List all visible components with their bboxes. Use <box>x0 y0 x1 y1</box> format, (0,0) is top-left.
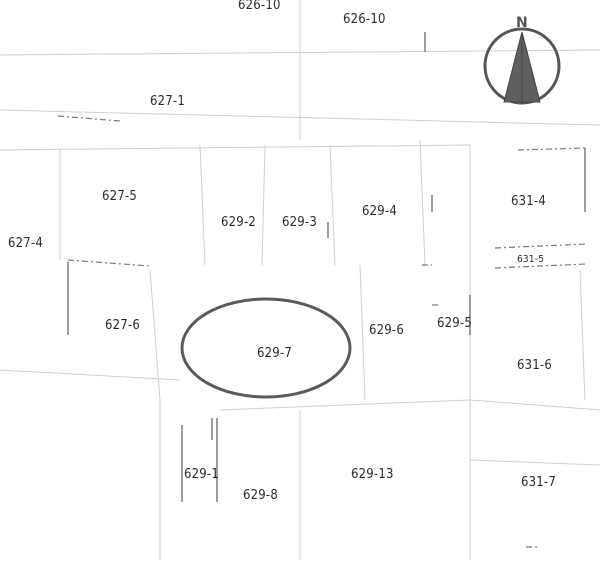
subject-lot-outline <box>180 297 352 399</box>
lot-label-629-13: 629-13 <box>351 467 394 482</box>
lot-label-627-6: 627-6 <box>105 318 140 333</box>
lot-label-631-5: 631-5 <box>517 254 544 265</box>
north-arrow-icon: N <box>483 15 561 105</box>
lot-label-627-4: 627-4 <box>8 236 43 251</box>
lot-label-629-4: 629-4 <box>362 204 397 219</box>
lot-label-626-10-top: 626-10 <box>238 0 281 13</box>
lot-label-631-4: 631-4 <box>511 194 546 209</box>
lot-label-629-5: 629-5 <box>437 316 472 331</box>
lot-label-631-6: 631-6 <box>517 358 552 373</box>
boundary-lines <box>57 32 587 548</box>
lot-label-631-7: 631-7 <box>521 475 556 490</box>
lot-labels: 626-10 626-10 627-1 627-5 627-4 627-6 62… <box>8 0 556 503</box>
lot-label-626-10: 626-10 <box>343 12 386 27</box>
lot-label-627-5: 627-5 <box>102 189 137 204</box>
lot-label-629-6: 629-6 <box>369 323 404 338</box>
north-label: N <box>516 15 528 31</box>
lot-label-629-2: 629-2 <box>221 215 256 230</box>
lot-label-629-3: 629-3 <box>282 215 317 230</box>
lot-label-629-7: 629-7 <box>257 346 292 361</box>
lot-label-627-1: 627-1 <box>150 94 185 109</box>
lot-label-629-8: 629-8 <box>243 488 278 503</box>
lot-label-629-1: 629-1 <box>184 467 219 482</box>
